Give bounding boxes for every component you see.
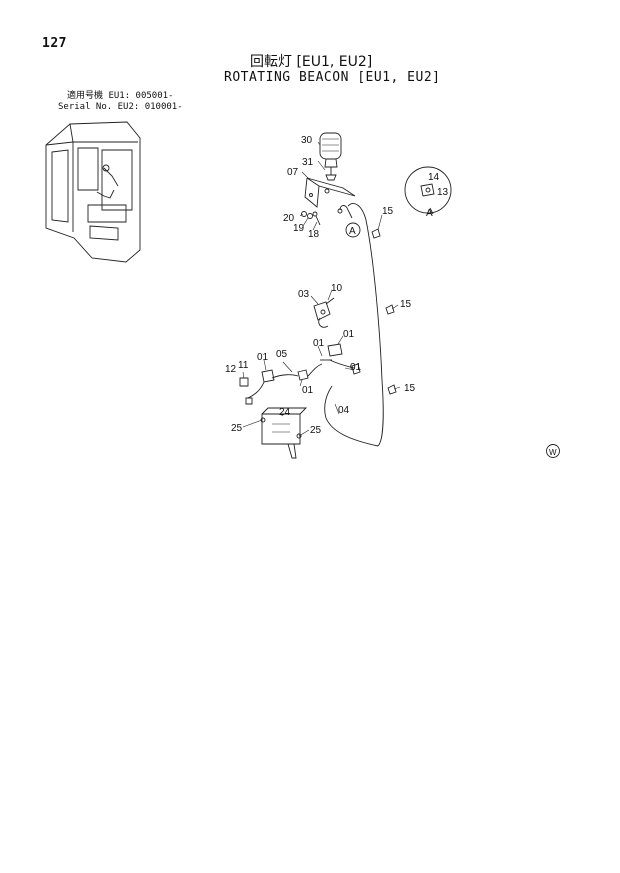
title-japanese: 回転灯 [EU1, EU2] bbox=[250, 54, 373, 70]
harness-clip bbox=[387, 384, 397, 395]
relay-cluster bbox=[239, 343, 361, 405]
beacon-bracket bbox=[304, 177, 356, 208]
callout-20: 20 bbox=[283, 213, 295, 224]
serial-label-jp: 適用号機 bbox=[67, 91, 104, 101]
serial-value-eu2: EU2: 010001- bbox=[117, 102, 183, 112]
detail-a bbox=[404, 166, 452, 215]
callout-12: 12 bbox=[225, 364, 237, 375]
callout-11: 11 bbox=[238, 360, 249, 371]
callout-15-top: 15 bbox=[382, 206, 394, 217]
callout-18: 18 bbox=[308, 229, 320, 240]
beacon-switch bbox=[313, 297, 335, 328]
callout-01-left: 01 bbox=[257, 352, 269, 363]
serial-line-2: Serial No. EU2: 010001- bbox=[58, 102, 183, 113]
callout-03: 03 bbox=[298, 289, 310, 300]
callout-07: 07 bbox=[287, 167, 299, 178]
callout-15-mid: 15 bbox=[400, 299, 412, 310]
leader-lines bbox=[242, 141, 401, 437]
callout-13: 13 bbox=[437, 187, 449, 198]
callout-30: 30 bbox=[301, 135, 313, 146]
callout-25-right: 25 bbox=[310, 425, 322, 436]
serial-line-1: 適用号機 EU1: 005001- bbox=[67, 91, 173, 102]
callout-31: 31 bbox=[302, 157, 314, 168]
callout-01-mid: 01 bbox=[313, 338, 325, 349]
w-mark-circle bbox=[546, 444, 560, 458]
callout-10: 10 bbox=[331, 283, 343, 294]
callout-05: 05 bbox=[276, 349, 288, 360]
callout-detail-a: A bbox=[426, 208, 433, 219]
callout-01-bottom: 01 bbox=[302, 385, 314, 396]
callout-04: 04 bbox=[338, 405, 350, 416]
main-harness bbox=[324, 203, 384, 447]
callout-01-right: 01 bbox=[350, 362, 362, 373]
beacon-lamp bbox=[319, 132, 342, 181]
callout-24: 24 bbox=[279, 407, 291, 418]
callout-labels: 30 31 07 20 19 18 A 15 14 13 A 03 10 15 … bbox=[225, 135, 557, 457]
detail-a-marker-circle bbox=[345, 222, 361, 238]
harness-clip bbox=[371, 228, 381, 239]
callout-a-marker: A bbox=[349, 226, 356, 237]
callout-01-top: 01 bbox=[343, 329, 355, 340]
mounting-plate bbox=[260, 407, 308, 459]
w-mark: W bbox=[549, 448, 557, 457]
callout-15-bottom: 15 bbox=[404, 383, 416, 394]
cab-thumbnail bbox=[45, 121, 141, 263]
callout-25-left: 25 bbox=[231, 423, 243, 434]
harness-clip bbox=[385, 304, 395, 315]
serial-label-en: Serial No. bbox=[58, 102, 113, 112]
bolts-washers bbox=[301, 211, 321, 226]
page-number: 127 bbox=[42, 36, 67, 51]
callout-19: 19 bbox=[293, 223, 305, 234]
callout-14: 14 bbox=[428, 172, 440, 183]
title-english: ROTATING BEACON [EU1, EU2] bbox=[224, 70, 441, 85]
serial-value-eu1: EU1: 005001- bbox=[108, 91, 174, 101]
